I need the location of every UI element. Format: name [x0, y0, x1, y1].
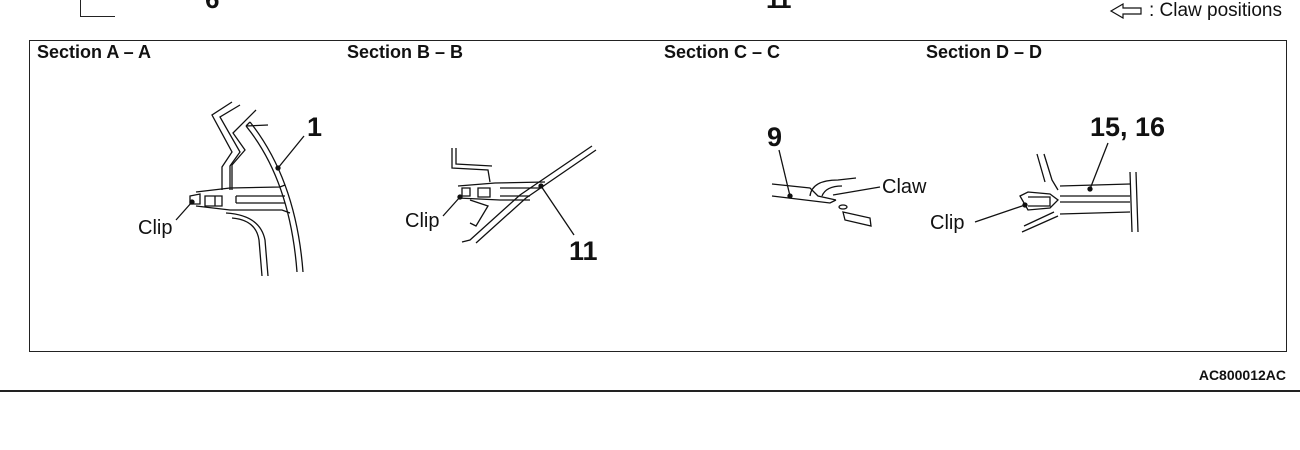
divider — [0, 390, 1300, 392]
figure-code: AC800012AC — [1198, 367, 1286, 383]
label-clip-d: Clip — [930, 212, 965, 234]
section-b-title: Section B – B — [347, 42, 464, 62]
top-callout-fragment: 6 — [205, 0, 219, 12]
callout-part-11: 11 — [569, 236, 598, 266]
open-arrow-left-icon — [1109, 3, 1142, 19]
section-c-title: Section C – C — [664, 42, 781, 62]
section-b-drawing — [442, 145, 597, 244]
callout-part-9: 9 — [767, 122, 783, 152]
callout-part-15-16: 15, 16 — [1090, 112, 1166, 142]
section-d-drawing — [974, 142, 1139, 233]
label-claw: Claw — [882, 176, 927, 198]
label-clip-a: Clip — [138, 217, 173, 239]
section-a-drawing — [175, 101, 305, 277]
section-c-drawing — [771, 149, 881, 227]
callout-part-1: 1 — [307, 112, 323, 142]
top-callout-fragment: 11 — [766, 0, 791, 12]
label-clip-b: Clip — [405, 210, 440, 232]
section-d-title: Section D – D — [926, 42, 1043, 62]
top-bracket-fragment — [80, 0, 115, 17]
section-a-title: Section A – A — [37, 42, 152, 62]
legend: : Claw positions — [1109, 0, 1282, 22]
legend-text: : Claw positions — [1148, 0, 1282, 21]
diagram-frame — [29, 40, 1287, 352]
